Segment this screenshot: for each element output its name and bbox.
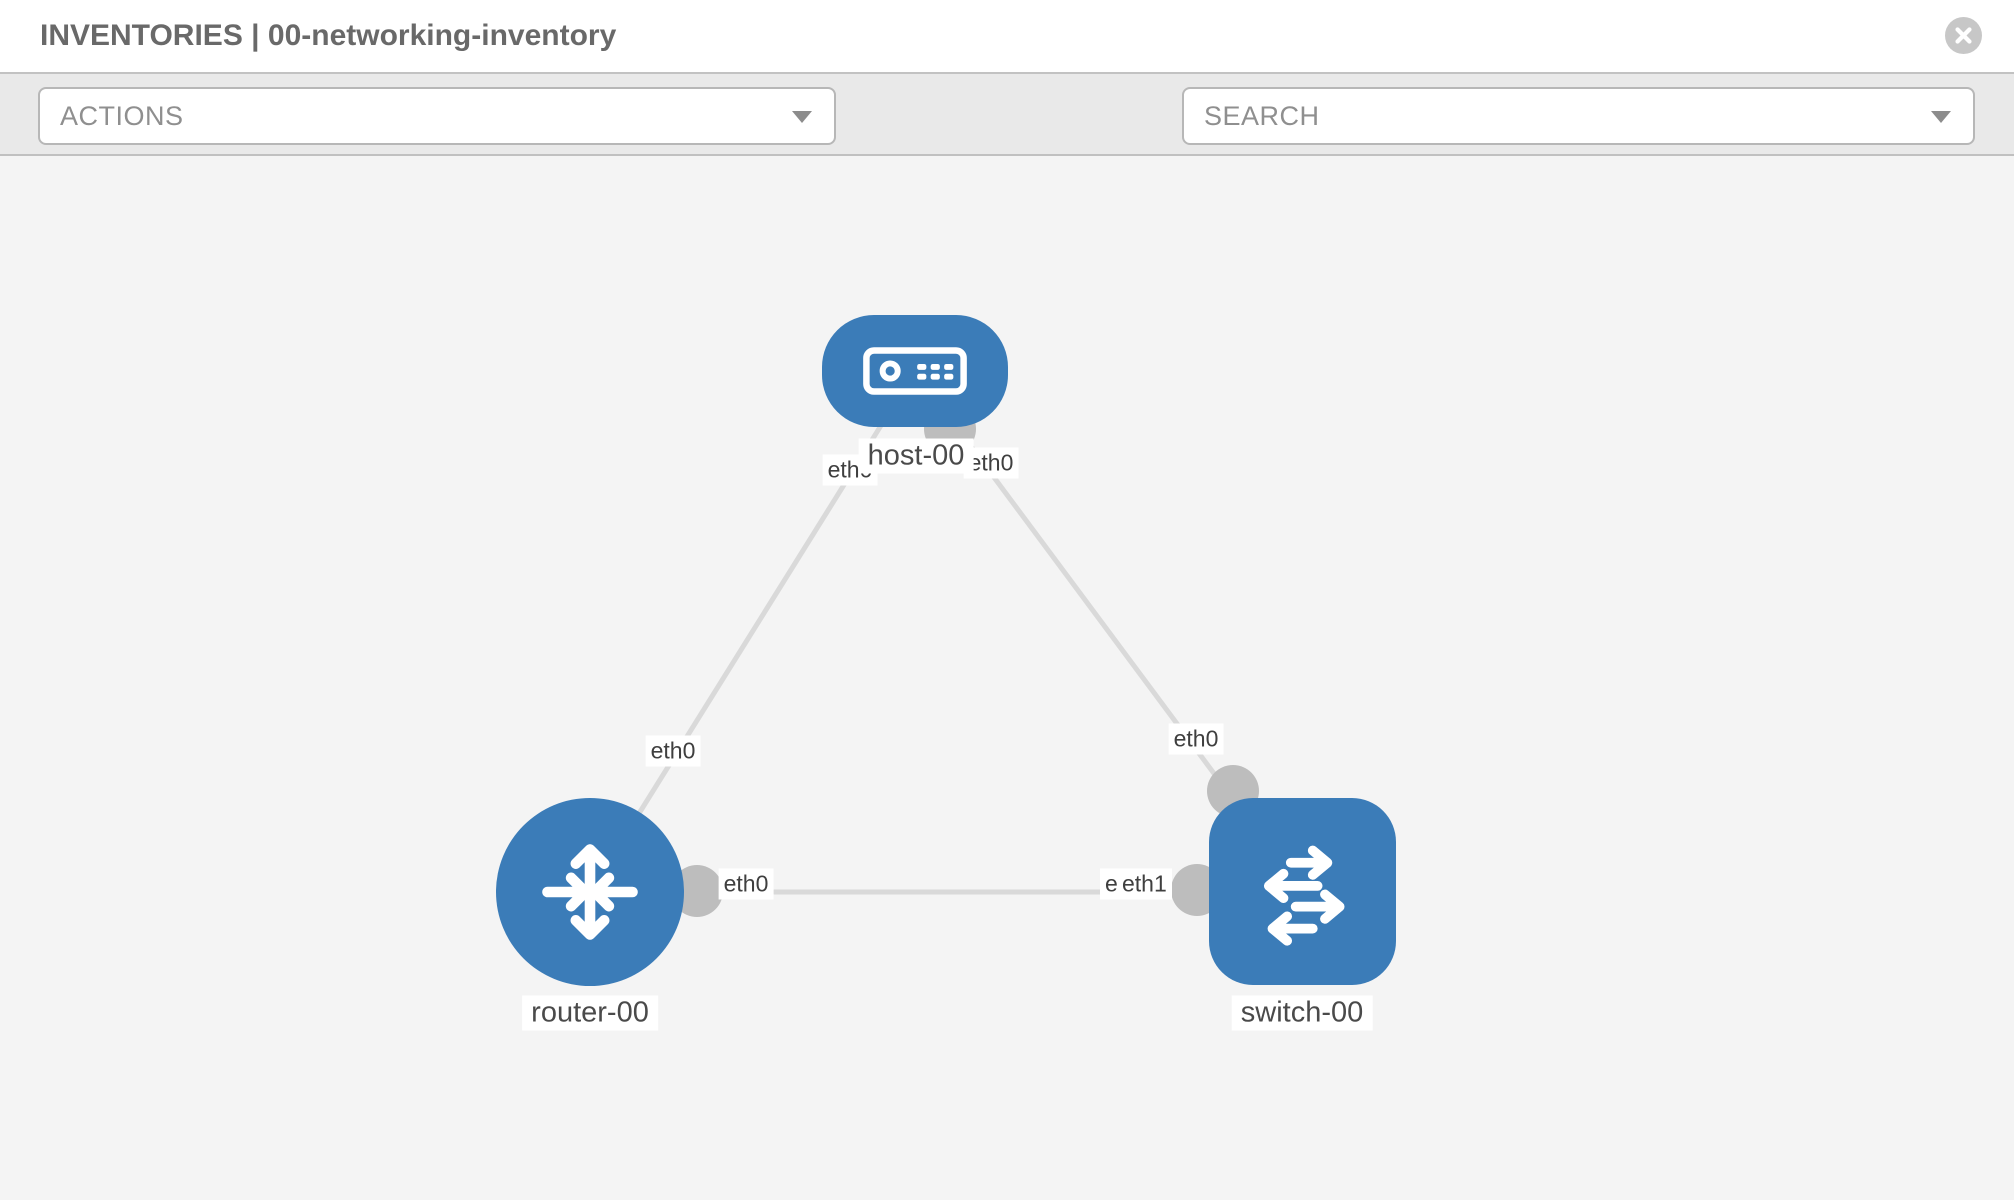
topology-graph — [587, 369, 1305, 917]
node-label-router: router-00 — [522, 995, 658, 1031]
search-placeholder: SEARCH — [1204, 100, 1320, 131]
toolbar: ACTIONS SEARCH — [0, 72, 2014, 208]
node-label-switch: switch-00 — [1231, 995, 1373, 1031]
close-icon — [1955, 27, 1972, 44]
node-label-host: host-00 — [858, 438, 974, 474]
chevron-down-icon — [792, 111, 812, 123]
node-router-00[interactable] — [496, 798, 684, 986]
interface-label: eth0 — [645, 735, 701, 767]
close-button[interactable] — [1945, 17, 1982, 54]
page-title: INVENTORIES | 00-networking-inventory — [40, 19, 617, 52]
switch-icon — [1263, 845, 1344, 946]
actions-dropdown-label: ACTIONS — [60, 100, 184, 131]
interface-label: eth0 — [1168, 723, 1224, 755]
actions-dropdown[interactable]: ACTIONS — [38, 87, 836, 145]
node-host-00[interactable] — [822, 315, 1008, 427]
node-switch-00[interactable] — [1209, 798, 1396, 985]
chevron-down-icon — [1931, 111, 1951, 123]
port-router-right — [671, 865, 723, 917]
interface-label: eth1 — [1117, 868, 1172, 900]
search-dropdown[interactable]: SEARCH — [1182, 87, 1975, 145]
interface-label: eth0 — [718, 868, 774, 900]
header: INVENTORIES | 00-networking-inventory — [0, 0, 2014, 72]
router-icon — [542, 844, 638, 940]
host-icon — [863, 347, 967, 395]
topology-canvas[interactable]: host-00 router-00 switch-00 eth0 eth0 et… — [0, 156, 2014, 1200]
